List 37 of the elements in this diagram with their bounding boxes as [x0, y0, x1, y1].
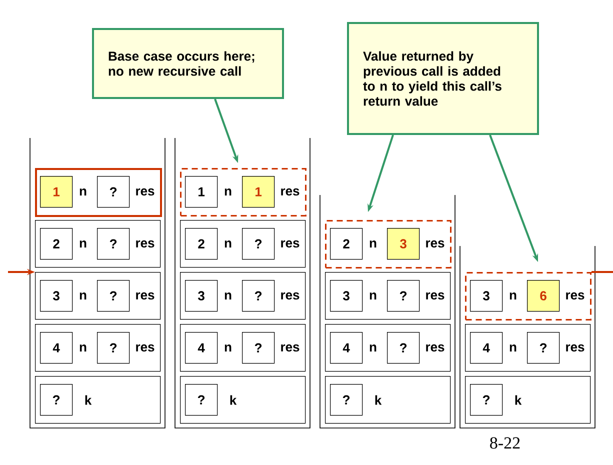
- value-cell: 2: [40, 228, 73, 260]
- value-cell: 4: [470, 332, 503, 364]
- value-cell: ?: [387, 280, 420, 312]
- value-cell: 3: [387, 228, 420, 260]
- value-cell: 1: [40, 176, 73, 208]
- stack-outline: [174, 138, 310, 428]
- callout-box: Value returned by previous call is added to n to yield this call’s return value: [347, 22, 539, 135]
- value-cell: ?: [97, 176, 130, 208]
- page-number: 8-22: [490, 437, 520, 449]
- value-cell: 3: [470, 280, 503, 312]
- value-cell: ?: [242, 332, 275, 364]
- value-cell: ?: [40, 384, 73, 416]
- value-cell: ?: [330, 384, 363, 416]
- stack-outline: [30, 138, 166, 428]
- value-cell: 3: [330, 280, 363, 312]
- value-cell: ?: [97, 228, 130, 260]
- value-cell: ?: [242, 228, 275, 260]
- value-cell: 2: [185, 228, 218, 260]
- value-cell: 3: [185, 280, 218, 312]
- value-cell: ?: [470, 384, 503, 416]
- value-cell: ?: [97, 280, 130, 312]
- callout-box: Base case occurs here; no new recursive call: [92, 28, 284, 99]
- value-cell: 2: [330, 228, 363, 260]
- value-cell: ?: [527, 332, 560, 364]
- value-cell: 4: [330, 332, 363, 364]
- value-cell: ?: [97, 332, 130, 364]
- value-cell: ?: [185, 384, 218, 416]
- value-cell: 1: [242, 176, 275, 208]
- value-cell: 1: [185, 176, 218, 208]
- value-cell: 4: [40, 332, 73, 364]
- value-cell: 3: [40, 280, 73, 312]
- value-cell: ?: [387, 332, 420, 364]
- stack-outline: [460, 246, 596, 428]
- value-cell: ?: [242, 280, 275, 312]
- value-cell: 6: [527, 280, 560, 312]
- value-cell: 4: [185, 332, 218, 364]
- stack-outline: [320, 194, 456, 428]
